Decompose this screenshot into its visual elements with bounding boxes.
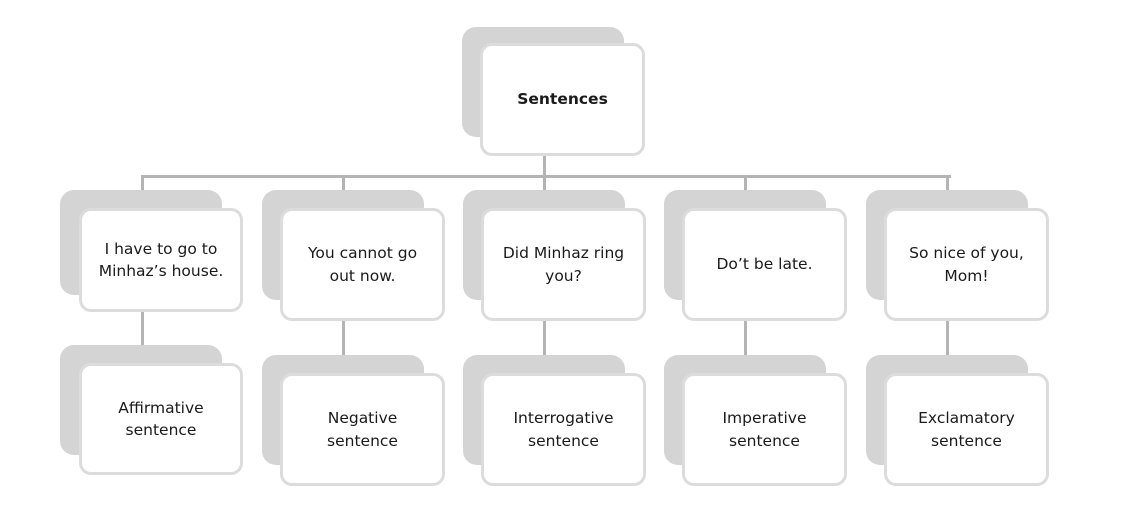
type-node-2: Negative sentence <box>280 373 445 486</box>
root-stem <box>543 155 546 177</box>
drop-1 <box>141 310 144 365</box>
example-node-3: Did Minhaz ring you? <box>481 208 646 321</box>
type-node-1: Affirmative sentence <box>79 363 243 475</box>
type-node-3: Interrogative sentence <box>481 373 646 486</box>
drop-3 <box>543 320 546 375</box>
example-node-1: I have to go to Minhaz’s house. <box>79 208 243 312</box>
horizontal-bus <box>141 175 951 178</box>
example-node-2: You cannot go out now. <box>280 208 445 321</box>
type-2-label: Negative sentence <box>327 409 398 450</box>
drop-5 <box>946 320 949 375</box>
drop-4 <box>744 320 747 375</box>
example-3-label: Did Minhaz ring you? <box>502 244 625 285</box>
example-4-label: Do’t be late. <box>716 255 813 274</box>
example-node-4: Do’t be late. <box>682 208 847 321</box>
example-2-label: You cannot go out now. <box>307 244 418 285</box>
type-4-label: Imperative sentence <box>722 409 807 450</box>
type-5-label: Exclamatory sentence <box>918 409 1015 450</box>
root-node: Sentences <box>480 43 645 156</box>
drop-2 <box>342 320 345 375</box>
root-label: Sentences <box>517 90 608 109</box>
example-node-5: So nice of you, Mom! <box>884 208 1049 321</box>
example-5-label: So nice of you, Mom! <box>909 244 1024 285</box>
example-1-label: I have to go to Minhaz’s house. <box>98 239 224 280</box>
type-node-4: Imperative sentence <box>682 373 847 486</box>
type-1-label: Affirmative sentence <box>118 398 204 439</box>
type-node-5: Exclamatory sentence <box>884 373 1049 486</box>
type-3-label: Interrogative sentence <box>513 409 614 450</box>
